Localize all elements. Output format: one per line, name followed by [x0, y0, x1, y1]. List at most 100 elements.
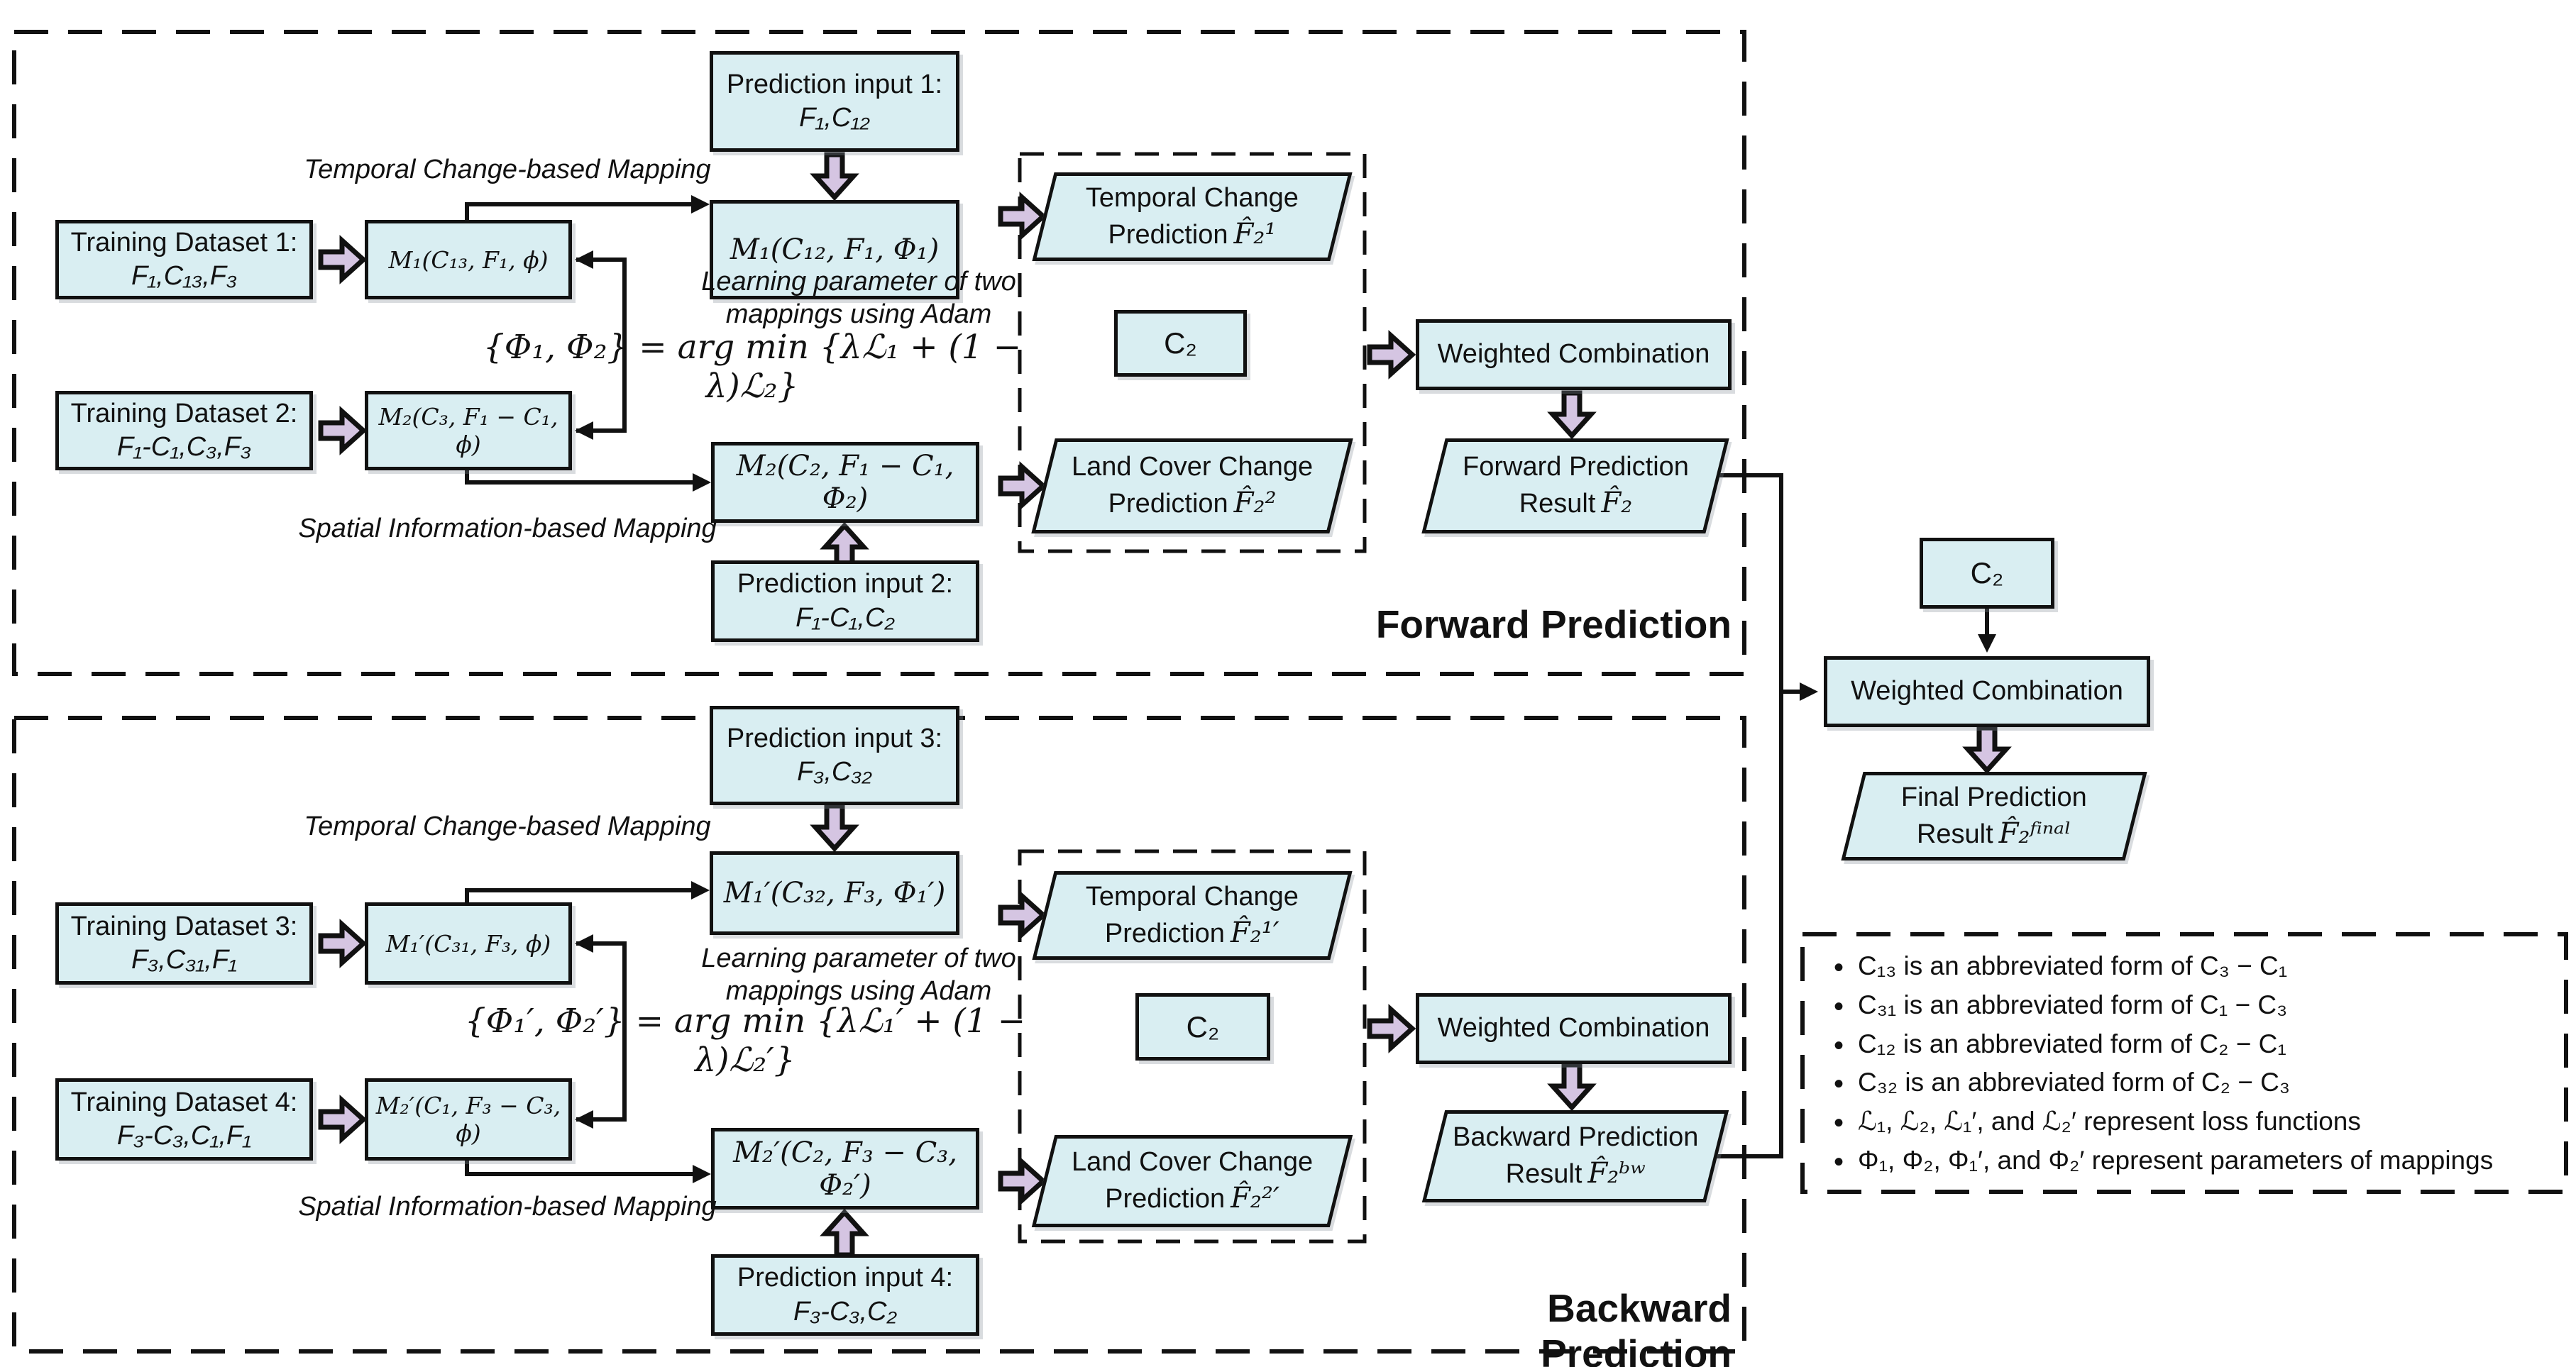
- block-arrow-right-icon: [998, 890, 1047, 940]
- arrowhead-icon: [575, 934, 593, 953]
- training-dataset-4-box: Training Dataset 4: F₃-C₃,C₁,F₁: [55, 1078, 313, 1161]
- weighted-combination-box-backward: Weighted Combination: [1416, 993, 1732, 1064]
- block-arrows: [318, 152, 2012, 1258]
- block-arrow-right-icon: [998, 1156, 1047, 1206]
- legend-box: C₁₃ is an abbreviated form of C₃ − C₁ C₃…: [1802, 934, 2566, 1192]
- training-dataset-2-box: Training Dataset 2: F₁-C₁,C₃,F₃: [55, 391, 313, 470]
- arrowhead-icon: [575, 421, 593, 440]
- forward-section-frame: [12, 30, 1746, 676]
- training-dataset-1-data: F₁,C₁₃,F₃: [131, 261, 238, 291]
- block-arrow-right-icon: [1367, 1004, 1416, 1053]
- block-arrow-down-icon: [1547, 1062, 1597, 1112]
- prediction-input-1-data: F₁,C₁₂: [799, 103, 870, 133]
- learning-note-backward: Learning parameter of two mappings using…: [681, 942, 1036, 1008]
- m2b-training-to-m2b-prediction-line: [465, 1161, 697, 1176]
- block-arrow-right-icon: [318, 919, 368, 968]
- block-arrow-right-icon: [318, 1095, 368, 1144]
- prediction-input-1-box: Prediction input 1: F₁,C₁₂: [710, 51, 959, 152]
- mapping-m1b-training-label: M₁′(C₃₁, F₃, ϕ): [385, 929, 551, 958]
- arrowhead-icon: [691, 881, 710, 900]
- spatial-mapping-label: Spatial Information-based Mapping: [298, 514, 717, 543]
- training-dataset-4-title: Training Dataset 4:: [70, 1087, 298, 1117]
- legend-list: C₁₃ is an abbreviated form of C₃ − C₁ C₃…: [1802, 934, 2566, 1183]
- legend-frame: [1800, 932, 2568, 1194]
- forward-predictions-frame: [1018, 152, 1367, 553]
- results-merge-line: [1714, 473, 1783, 1158]
- c2-box-forward: C₂: [1114, 310, 1247, 377]
- legend-item: C₃₂ is an abbreviated form of C₂ − C₃: [1829, 1063, 2566, 1105]
- prediction-input-4-title: Prediction input 4:: [737, 1263, 954, 1293]
- result-symbol: F̂₂ᵇʷ: [1587, 1157, 1646, 1190]
- mapping-m1-prediction-box: M₁(C₁₂, F₁, Φ₁): [710, 200, 959, 299]
- c2-box-final: C₂: [1920, 538, 2054, 609]
- c2-box-backward: C₂: [1135, 993, 1270, 1061]
- legend-item: Φ₁, Φ₂, Φ₁′, and Φ₂′ represent parameter…: [1829, 1141, 2566, 1183]
- block-arrow-right-icon: [1367, 330, 1416, 380]
- training-dataset-4-data: F₃-C₃,C₁,F₁: [116, 1121, 252, 1151]
- mapping-m2-prediction-label: M₂(C₂, F₁ − C₁, Φ₂): [736, 450, 954, 515]
- prediction-input-3-data: F₃,C₃₂: [797, 757, 872, 787]
- result-symbol: F̂₂ᶠⁱⁿᵃˡ: [1998, 817, 2071, 850]
- prediction-input-3-title: Prediction input 3:: [726, 723, 943, 753]
- backward-parameter-feedback-line: [576, 941, 627, 1122]
- backward-predictions-frame: [1018, 849, 1367, 1244]
- prediction-symbol: F̂₂¹′: [1231, 917, 1279, 949]
- legend-item: C₁₃ is an abbreviated form of C₃ − C₁: [1829, 947, 2566, 989]
- mapping-m2b-training-label: M₂′(C₁, F₃ − C₃, ϕ): [375, 1092, 561, 1147]
- training-dataset-2-data: F₁-C₁,C₃,F₃: [116, 432, 252, 462]
- training-dataset-1-box: Training Dataset 1: F₁,C₁₃,F₃: [55, 220, 313, 299]
- learning-note-line2: mappings using Adam: [725, 299, 992, 330]
- training-dataset-1-title: Training Dataset 1:: [70, 227, 298, 258]
- mapping-m1-training-box: M₁(C₁₃, F₁, ϕ): [365, 220, 572, 299]
- arrowhead-icon: [691, 195, 710, 214]
- block-arrow-down-icon: [810, 152, 859, 201]
- training-dataset-3-data: F₃,C₃₁,F₁: [131, 945, 238, 975]
- training-dataset-3-title: Training Dataset 3:: [70, 911, 298, 941]
- backward-section-title: Backward Prediction: [1541, 1286, 1732, 1367]
- prediction-input-4-data: F₃-C₃,C₂: [793, 1296, 897, 1327]
- block-arrow-right-icon: [998, 461, 1047, 511]
- mapping-m1b-training-box: M₁′(C₃₁, F₃, ϕ): [365, 902, 572, 985]
- arrowhead-icon: [575, 1110, 593, 1129]
- mapping-m1-training-label: M₁(C₁₃, F₁, ϕ): [388, 245, 549, 274]
- c2-label: C₂: [1164, 326, 1197, 360]
- weighted-combination-label: Weighted Combination: [1437, 339, 1710, 370]
- arrowhead-icon: [1800, 682, 1818, 701]
- c2-label: C₂: [1186, 1009, 1220, 1044]
- arrowhead-icon: [575, 250, 593, 269]
- temporal-mapping-label: Temporal Change-based Mapping: [304, 155, 711, 184]
- mapping-m2-prediction-box: M₂(C₂, F₁ − C₁, Φ₂): [711, 442, 979, 523]
- result-symbol: F̂₂: [1600, 487, 1632, 520]
- weighted-combination-label: Weighted Combination: [1851, 676, 2123, 707]
- legend-item: C₃₁ is an abbreviated form of C₁ − C₃: [1829, 986, 2566, 1028]
- m1b-training-to-m1b-prediction-line: [465, 888, 694, 902]
- weighted-combination-box-final: Weighted Combination: [1824, 656, 2150, 727]
- spatial-mapping-label-backward: Spatial Information-based Mapping: [298, 1192, 717, 1222]
- prediction-symbol: F̂₂²: [1233, 487, 1277, 520]
- arrowhead-icon: [1978, 634, 1996, 653]
- block-arrow-right-icon: [318, 235, 368, 284]
- training-dataset-2-title: Training Dataset 2:: [70, 398, 298, 428]
- arrowhead-icon: [693, 1165, 711, 1183]
- mapping-m2-training-box: M₂(C₃, F₁ − C₁, ϕ): [365, 391, 572, 470]
- forward-parameter-feedback-line: [576, 258, 627, 433]
- arrowhead-icon: [693, 473, 711, 492]
- weighted-combination-box-forward: Weighted Combination: [1416, 319, 1732, 390]
- learning-note-line1: Learning parameter of two: [701, 267, 1016, 297]
- m1-training-to-m1-prediction-line: [465, 202, 694, 220]
- prediction-input-3-box: Prediction input 3: F₃,C₃₂: [710, 706, 959, 805]
- prediction-input-1-title: Prediction input 1:: [726, 69, 943, 99]
